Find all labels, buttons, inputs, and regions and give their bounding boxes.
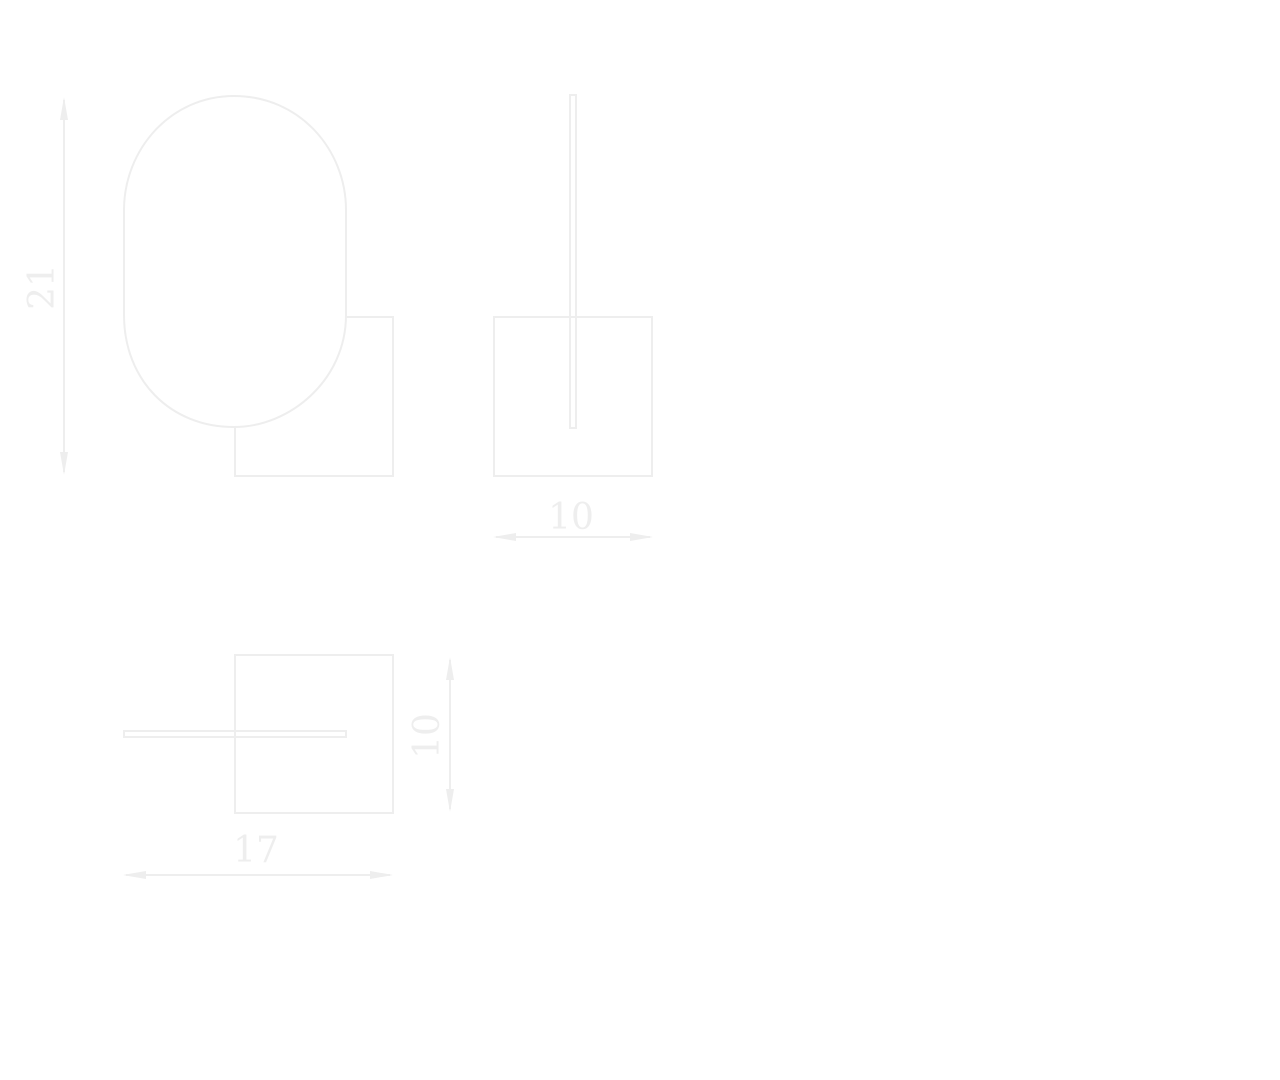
top-width-label: 17: [233, 830, 279, 871]
side-base: [493, 316, 653, 477]
arrow-up-icon: [60, 97, 68, 120]
arrow-left-icon: [123, 871, 146, 879]
top-view: 10 17: [123, 654, 454, 879]
top-shade-profile: [123, 730, 347, 738]
arrow-down-icon: [446, 789, 454, 812]
front-base: [234, 316, 394, 477]
arrow-right-icon: [370, 871, 393, 879]
height-dimension-label: 21: [22, 264, 63, 310]
top-depth-label: 10: [407, 713, 448, 759]
oval-shade: [123, 94, 347, 429]
arrow-down-icon: [60, 452, 68, 475]
side-shade-profile: [569, 94, 577, 429]
side-view: 10: [493, 94, 653, 541]
arrow-left-icon: [493, 533, 516, 541]
arrow-right-icon: [630, 533, 653, 541]
top-base: [234, 654, 394, 814]
front-view: 21: [22, 94, 394, 477]
arrow-up-icon: [446, 657, 454, 680]
side-width-label: 10: [548, 497, 594, 538]
